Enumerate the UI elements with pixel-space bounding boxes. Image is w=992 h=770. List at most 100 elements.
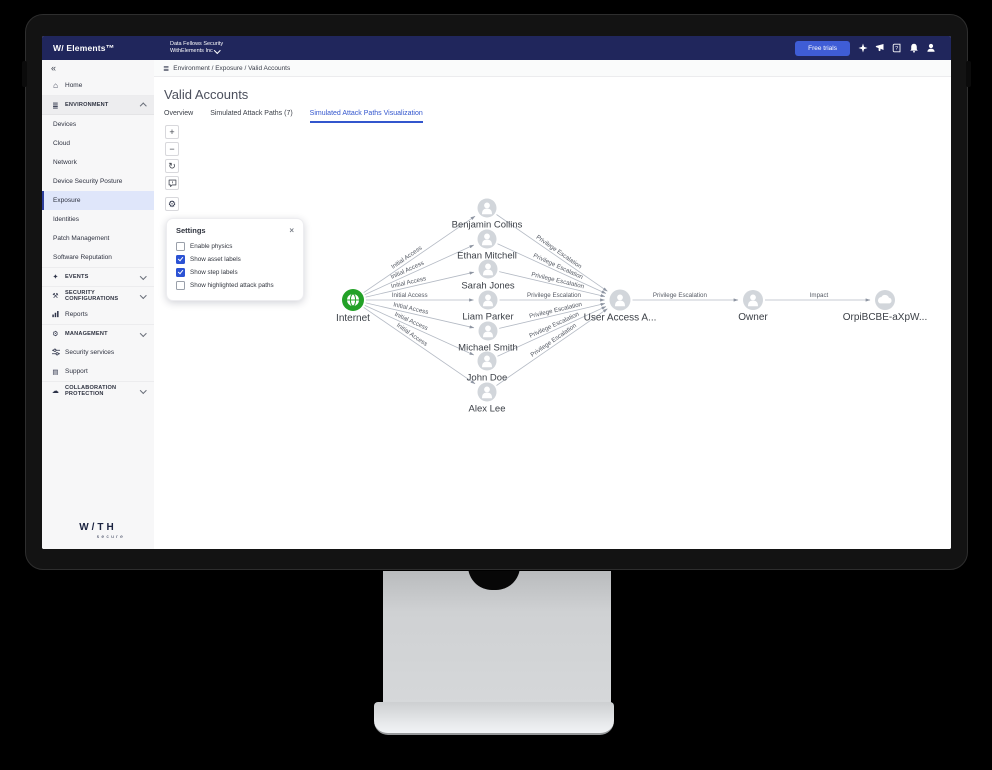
edge-internet-john: [364, 305, 475, 356]
sidebar-item-management[interactable]: ⚙MANAGEMENT: [42, 324, 154, 343]
edge-internet-ethan: [364, 244, 475, 295]
edge-john-useraccess: [497, 306, 607, 357]
graph-settings-button[interactable]: ⚙: [165, 197, 179, 211]
sidebar-item-label: Network: [53, 158, 77, 166]
sidebar-item-label: Home: [65, 81, 83, 89]
settings-option-show-asset-labels[interactable]: Show asset labels: [176, 253, 294, 266]
collapse-icon: «: [51, 63, 57, 73]
support-icon: ▤: [52, 368, 59, 376]
free-trials-button[interactable]: Free trials: [795, 40, 850, 56]
list-icon: ≣: [52, 100, 59, 110]
sidebar-item-identities[interactable]: Identities: [42, 210, 154, 229]
sidebar-collapse-button[interactable]: «: [42, 60, 154, 76]
sidebar-item-label: Cloud: [53, 139, 70, 147]
sidebar-item-label: Security services: [65, 348, 115, 356]
settings-option-show-step-labels[interactable]: Show step labels: [176, 266, 294, 279]
sidebar-item-cloud[interactable]: Cloud: [42, 134, 154, 153]
node-label: Owner: [738, 312, 768, 323]
graph-node-benjamin[interactable]: Benjamin Collins: [452, 198, 523, 231]
sidebar-item-patch-management[interactable]: Patch Management: [42, 229, 154, 248]
settings-option-enable-physics[interactable]: Enable physics: [176, 240, 294, 253]
close-icon[interactable]: ×: [289, 225, 294, 235]
monitor-side-button-left: [22, 61, 27, 87]
checkbox-unchecked[interactable]: [176, 281, 185, 290]
breadcrumb[interactable]: ≣ Environment / Exposure / Valid Account…: [154, 60, 951, 77]
checkbox-unchecked[interactable]: [176, 242, 185, 251]
graph-node-john[interactable]: John Doe: [467, 351, 508, 384]
tenant-selector[interactable]: Data Fellows Security WithElements Inc: [170, 41, 223, 55]
tab-simulated-attack-paths-7[interactable]: Simulated Attack Paths (7): [210, 110, 293, 117]
chevron-down-icon: [139, 291, 146, 299]
graph-node-internet[interactable]: Internet: [336, 289, 370, 324]
tenant-org: Data Fellows Security: [170, 41, 224, 47]
node-label: Internet: [336, 313, 370, 324]
edge-benjamin-useraccess: [496, 214, 608, 292]
graph-node-owner[interactable]: Owner: [738, 290, 768, 323]
checkbox-checked[interactable]: [176, 255, 185, 264]
screen: W/ Elements™ Data Fellows Security WithE…: [42, 36, 951, 549]
node-label: OrpiBCBE-aXpW...: [843, 312, 927, 323]
sidebar-item-label: SECURITY CONFIGURATIONS: [65, 289, 119, 302]
zoom-in-button[interactable]: +: [165, 125, 179, 139]
topbar-icon-group: ?: [854, 41, 939, 55]
sidebar-item-support[interactable]: ▤Support: [42, 362, 154, 381]
node-label: Liam Parker: [462, 312, 513, 323]
sidebar-item-label: Reports: [65, 310, 88, 318]
zoom-out-button[interactable]: −: [165, 142, 179, 156]
graph-toolbar: + − ↻ ⚙: [165, 125, 179, 211]
management-icon: ⚙: [52, 331, 59, 338]
edge-internet-alex: [363, 307, 476, 385]
graph-node-sarah[interactable]: Sarah Jones: [461, 259, 515, 292]
settings-option-show-highlighted-attack-paths[interactable]: Show highlighted attack paths: [176, 279, 294, 292]
megaphone-icon[interactable]: [871, 41, 888, 55]
sidebar-item-network[interactable]: Network: [42, 153, 154, 172]
sidebar-item-reports[interactable]: Reports: [42, 305, 154, 324]
security-config-icon: ⚒: [52, 293, 59, 300]
edge-internet-benjamin: [363, 215, 476, 293]
sidebar-item-events[interactable]: ✦EVENTS: [42, 267, 154, 286]
edge-alex-useraccess: [496, 308, 608, 386]
sidebar-item-environment[interactable]: ≣ ENVIRONMENT: [42, 95, 154, 115]
sparkle-icon[interactable]: [854, 41, 871, 55]
monitor-bezel: W/ Elements™ Data Fellows Security WithE…: [22, 14, 971, 570]
checkbox-checked[interactable]: [176, 268, 185, 277]
edge-label: Initial Access: [392, 292, 428, 299]
sidebar-item-label: Identities: [53, 215, 80, 223]
tab-overview[interactable]: Overview: [164, 110, 194, 117]
graph-node-cloudasset[interactable]: OrpiBCBE-aXpW...: [843, 290, 927, 323]
graph-node-useraccess[interactable]: User Access A...: [584, 289, 657, 324]
graph-node-michael[interactable]: Michael Smith: [458, 321, 518, 354]
graph-node-alex[interactable]: Alex Lee: [469, 382, 506, 415]
comment-button[interactable]: [165, 176, 179, 190]
monitor-stand-base: [374, 702, 614, 735]
withsecure-logo: W/TH secure: [79, 522, 126, 539]
tab-simulated-attack-paths-visualization[interactable]: Simulated Attack Paths Visualization: [309, 110, 423, 123]
node-label: Ethan Mitchell: [457, 251, 517, 262]
node-label: User Access A...: [584, 313, 657, 324]
bell-icon[interactable]: [905, 41, 922, 55]
sidebar-item-software-reputation[interactable]: Software Reputation: [42, 248, 154, 267]
sidebar-item-devices[interactable]: Devices: [42, 115, 154, 134]
edge-label: Impact: [810, 292, 829, 299]
settings-header: Settings ×: [176, 226, 294, 235]
sidebar-item-collaboration-protection[interactable]: ☁COLLABORATION PROTECTION: [42, 381, 154, 400]
graph-node-ethan[interactable]: Ethan Mitchell: [457, 229, 517, 262]
edge-sarah-useraccess: [499, 271, 606, 298]
sidebar-item-home[interactable]: ⌂Home: [42, 76, 154, 95]
user-icon[interactable]: [922, 41, 939, 55]
sidebar-item-security-services[interactable]: Security services: [42, 343, 154, 362]
node-label: John Doe: [467, 373, 508, 384]
sidebar-item-label: ENVIRONMENT: [65, 101, 109, 108]
sidebar-item-device-security-posture[interactable]: Device Security Posture: [42, 172, 154, 191]
reset-view-button[interactable]: ↻: [165, 159, 179, 173]
tenant-company: WithElements Inc: [170, 48, 213, 54]
sidebar-item-security-configurations[interactable]: ⚒ SECURITY CONFIGURATIONS: [42, 286, 154, 305]
graph-node-liam[interactable]: Liam Parker: [462, 290, 514, 323]
edge-internet-sarah: [365, 271, 475, 298]
sidebar-item-exposure[interactable]: Exposure: [42, 191, 154, 210]
guide-icon[interactable]: ?: [888, 41, 905, 55]
edge-michael-useraccess: [499, 302, 606, 329]
sidebar-item-label: Device Security Posture: [53, 177, 123, 185]
collab-icon: ☁: [51, 388, 60, 395]
